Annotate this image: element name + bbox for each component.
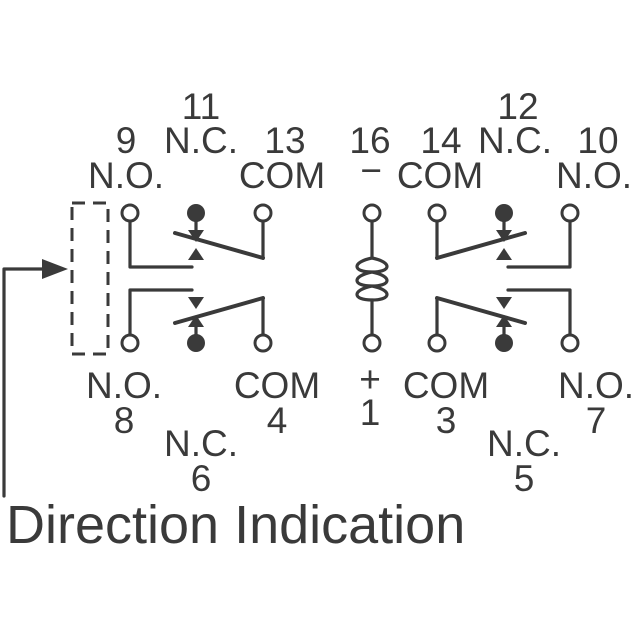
relay-coil xyxy=(355,203,389,353)
pin-4-terminal xyxy=(253,333,273,353)
pin-6-terminal xyxy=(187,334,205,352)
pin-10-terminal xyxy=(560,203,580,223)
pin-11-number: 11 xyxy=(182,86,220,127)
pin-9-number: 9 xyxy=(116,120,137,161)
armature-blade-13 xyxy=(173,231,265,260)
pin-3-type: COM xyxy=(403,365,489,406)
pin-6-number: 6 xyxy=(191,458,212,499)
pin-11-terminal xyxy=(187,204,205,222)
pin-8-terminal xyxy=(120,333,140,353)
no-contact-arrow-10 xyxy=(496,248,512,260)
no-contact-wire-7 xyxy=(506,288,572,337)
pin-4-number: 4 xyxy=(267,400,288,441)
no-contact-wire-10 xyxy=(506,219,572,269)
left-lower-contact xyxy=(120,288,273,353)
pin-13-number: 13 xyxy=(264,120,305,161)
nc-contact-arrow-6 xyxy=(188,315,204,327)
pin-14-terminal xyxy=(427,203,447,223)
right-upper-contact xyxy=(427,203,580,269)
pin-9-terminal xyxy=(120,203,140,223)
armature-blade-3 xyxy=(435,296,527,325)
no-contact-arrow-8 xyxy=(188,297,204,309)
pin-7-number: 7 xyxy=(586,400,607,441)
pin-16-type: − xyxy=(360,150,382,191)
pin-1-number: 1 xyxy=(360,392,381,433)
no-contact-wire-8 xyxy=(128,288,194,337)
pin-8-number: 8 xyxy=(114,400,135,441)
top-labels: 11 12 9 N.C. 13 16 14 N.C. 10 N.O. COM −… xyxy=(88,86,632,196)
direction-arrow-head xyxy=(42,259,68,279)
pin-13-type: COM xyxy=(239,155,325,196)
pin-16-number: 16 xyxy=(349,120,390,161)
pin-16-terminal xyxy=(362,203,382,223)
coil-winding xyxy=(355,256,389,302)
pin-1-type: + xyxy=(359,359,381,400)
pin-12-number: 12 xyxy=(497,86,538,127)
pin-5-number: 5 xyxy=(514,458,535,499)
no-contact-arrow-7 xyxy=(496,297,512,309)
pin-11-type: N.C. xyxy=(164,120,238,161)
pin-9-type: N.O. xyxy=(88,155,164,196)
direction-indication-caption: Direction Indication xyxy=(6,495,465,555)
pin-4-type: COM xyxy=(234,365,320,406)
pin-12-type: N.C. xyxy=(478,120,552,161)
pin-6-type: N.C. xyxy=(164,423,238,464)
armature-blade-4 xyxy=(173,296,265,325)
pin-3-terminal xyxy=(427,333,447,353)
nc-contact-arrow-5 xyxy=(496,315,512,327)
pin-10-number: 10 xyxy=(577,120,618,161)
pin-5-type: N.C. xyxy=(487,423,561,464)
direction-indicator xyxy=(2,201,110,498)
nc-contact-arrow-11 xyxy=(188,230,204,242)
right-lower-contact xyxy=(427,288,580,353)
direction-dashed-frame xyxy=(70,201,110,356)
pin-1-terminal xyxy=(362,333,382,353)
pin-7-type: N.O. xyxy=(558,365,634,406)
pin-14-type: COM xyxy=(397,155,483,196)
pin-14-number: 14 xyxy=(420,120,461,161)
pin-8-type: N.O. xyxy=(86,365,162,406)
left-upper-contact xyxy=(120,203,273,269)
no-contact-wire-9 xyxy=(128,219,194,269)
nc-contact-arrow-12 xyxy=(496,230,512,242)
direction-leader-line xyxy=(2,267,50,498)
pin-10-type: N.O. xyxy=(556,155,632,196)
pin-5-terminal xyxy=(495,334,513,352)
bottom-labels: N.O. COM + COM N.O. 8 4 1 3 7 N.C. N.C. … xyxy=(86,359,634,499)
pin-3-number: 3 xyxy=(436,400,457,441)
pin-12-terminal xyxy=(495,204,513,222)
pin-13-terminal xyxy=(253,203,273,223)
no-contact-arrow-9 xyxy=(188,248,204,260)
armature-blade-14 xyxy=(435,231,527,260)
pin-7-terminal xyxy=(560,333,580,353)
